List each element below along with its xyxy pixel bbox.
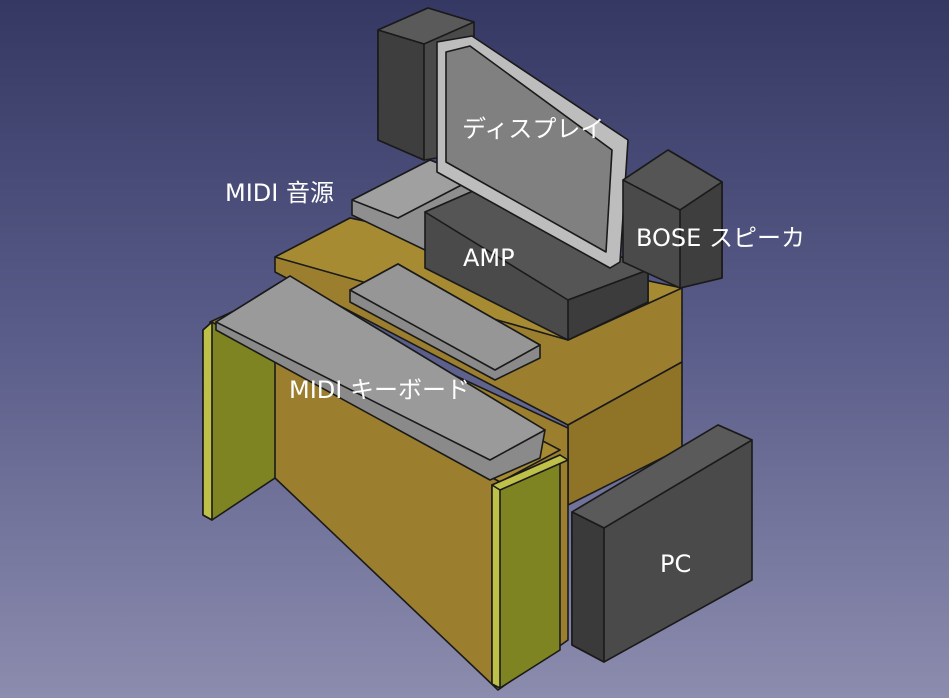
label-pc: PC xyxy=(660,550,692,578)
midi-keyboard xyxy=(215,275,546,481)
label-display: ディスプレイ xyxy=(462,115,605,143)
label-midi-keyboard: MIDI キーボード xyxy=(289,376,470,404)
desk-leg-right xyxy=(491,454,569,689)
bose-speaker xyxy=(622,149,723,289)
desk-leg-left xyxy=(202,321,276,521)
pc-tower xyxy=(571,424,753,663)
label-midi-sound-module: MIDI 音源 xyxy=(225,179,334,207)
label-bose-speaker: BOSE スピーカ xyxy=(636,224,805,252)
display xyxy=(436,35,629,269)
small-unit xyxy=(349,263,541,381)
label-amp: AMP xyxy=(463,244,515,272)
